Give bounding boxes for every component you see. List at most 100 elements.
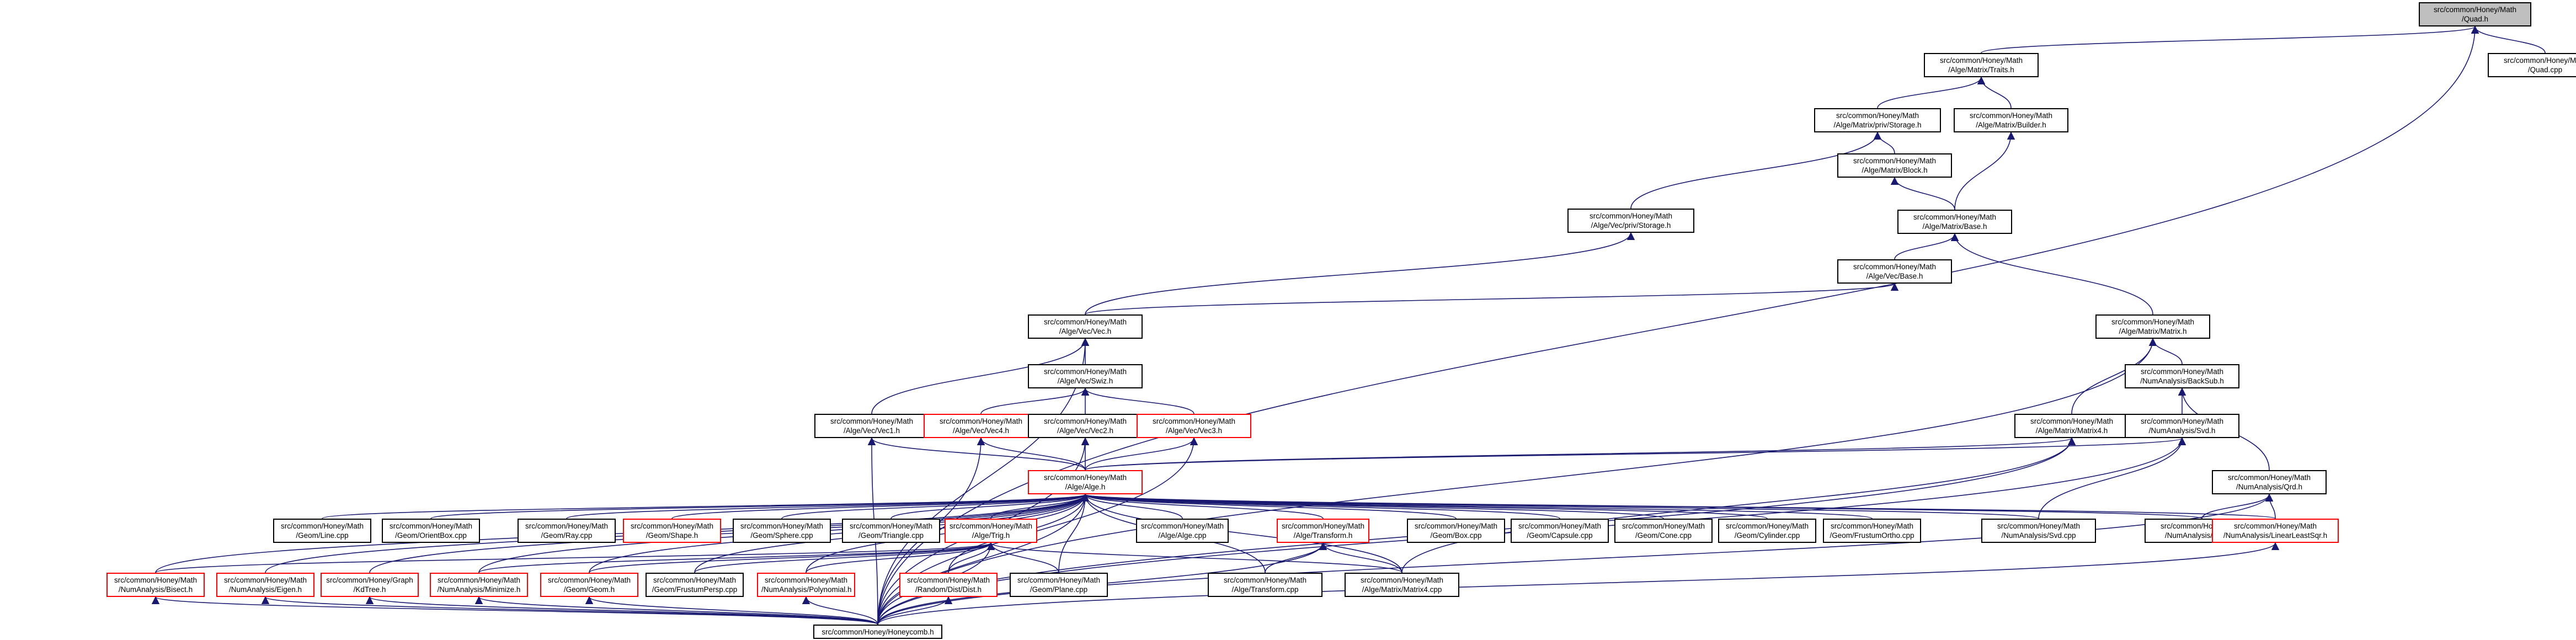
node-backsub-h[interactable]: src/common/Honey/Math/NumAnalysis/BackSu… (2125, 364, 2239, 388)
edge-frustumpersp_cpp-to-trig_h (694, 542, 995, 573)
edge-honeycomb-to-geom_h (585, 596, 878, 625)
edge-polynomial_h-to-trig_h (806, 542, 995, 573)
edge-vec3-to-vec_swiz (1081, 387, 1194, 414)
node-shape-h[interactable]: src/common/Honey/Math/Geom/Shape.h (623, 519, 721, 543)
node-vec-priv-storage-h[interactable]: src/common/Honey/Math/Alge/Vec/priv/Stor… (1567, 209, 1694, 233)
node-alge-h[interactable]: src/common/Honey/Math/Alge/Alge.h (1028, 470, 1143, 494)
node-box-cpp[interactable]: src/common/Honey/Math/Geom/Box.cpp (1407, 519, 1505, 543)
node-matrix-matrix-h[interactable]: src/common/Honey/Math/Alge/Matrix/Matrix… (2095, 314, 2210, 339)
edge-honeycomb-to-kdtree_h (366, 596, 878, 625)
node-vec-swiz-h[interactable]: src/common/Honey/Math/Alge/Vec/Swiz.h (1028, 364, 1143, 388)
node-vec-vec-h[interactable]: src/common/Honey/Math/Alge/Vec/Vec.h (1028, 314, 1143, 339)
edge-backsub-to-matrix_matrix (2148, 338, 2183, 365)
node-matrix4-cpp[interactable]: src/common/Honey/Math/Alge/Matrix/Matrix… (1345, 573, 1459, 597)
node-matrix-block-h[interactable]: src/common/Honey/Math/Alge/Matrix/Block.… (1837, 153, 1952, 178)
node-qrd-h[interactable]: src/common/Honey/Math/NumAnalysis/Qrd.h (2212, 470, 2327, 494)
edge-honeycomb-to-alge_h (877, 493, 1090, 625)
node-minimize-h[interactable]: src/common/Honey/Math/NumAnalysis/Minimi… (430, 573, 528, 597)
node-dist-h[interactable]: src/common/Honey/Math/Random/Dist/Dist.h (899, 573, 998, 597)
edge-matrix_block-to-matrix_priv_storage (1873, 131, 1895, 154)
node-svd-cpp[interactable]: src/common/Honey/Math/NumAnalysis/Svd.cp… (1981, 519, 2096, 543)
edge-transform_h-to-alge_h (1081, 493, 1324, 519)
edge-alge_h-to-svd_h (1085, 437, 2186, 471)
edge-vec_vec-to-vec_base (1085, 282, 1898, 315)
node-frustumortho-cpp[interactable]: src/common/Honey/Math/Geom/FrustumOrtho.… (1823, 519, 1921, 543)
edge-matrix4_cpp-to-trig_h (987, 542, 1402, 573)
node-linearleastsqr-h[interactable]: src/common/Honey/Math/NumAnalysis/Linear… (2212, 519, 2339, 543)
edge-capsule_cpp-to-alge_h (1081, 493, 1560, 519)
node-matrix-priv-storage-h[interactable]: src/common/Honey/Math/Alge/Matrix/priv/S… (1814, 108, 1941, 132)
edge-matrix4_cpp-to-alge_h (1081, 493, 1402, 573)
node-sphere-cpp[interactable]: src/common/Honey/Math/Geom/Sphere.cpp (733, 519, 831, 543)
edge-matrix_priv_storage-to-matrix_traits (1877, 76, 1986, 109)
node-alge-cpp[interactable]: src/common/Honey/Math/Alge/Alge.cpp (1136, 519, 1229, 543)
node-orientbox-cpp[interactable]: src/common/Honey/Math/Geom/OrientBox.cpp (382, 519, 480, 543)
edge-alge_h-to-vec1 (867, 437, 1086, 471)
node-kdtree-h[interactable]: src/common/Honey/Graph/KdTree.h (321, 573, 419, 597)
edge-plane_cpp-to-trig_h (986, 542, 1059, 573)
edge-vec_base-to-matrix_base (1894, 233, 1959, 260)
node-vec1-h[interactable]: src/common/Honey/Math/Alge/Vec/Vec1.h (814, 414, 929, 438)
node-frustumpersp-cpp[interactable]: src/common/Honey/Math/Geom/FrustumPersp.… (646, 573, 744, 597)
node-vec2-h[interactable]: src/common/Honey/Math/Alge/Vec/Vec2.h (1028, 414, 1143, 438)
node-vec4-h[interactable]: src/common/Honey/Math/Alge/Vec/Vec4.h (924, 414, 1038, 438)
edge-linearleastsqr_h-to-alge_h (1082, 493, 2276, 519)
node-matrix4-h[interactable]: src/common/Honey/Math/Alge/Matrix/Matrix… (2014, 414, 2129, 438)
node-transform-cpp[interactable]: src/common/Honey/Math/Alge/Transform.cpp (1208, 573, 1322, 597)
edge-honeycomb-to-dist_h (877, 596, 953, 625)
node-cone-cpp[interactable]: src/common/Honey/Math/Geom/Cone.cpp (1614, 519, 1713, 543)
edge-svd_cpp-to-alge_h (1081, 493, 2039, 519)
edge-honeycomb-to-matrix_matrix (877, 338, 2157, 625)
edge-geom_h-to-trig_h (589, 542, 995, 573)
edge-orientbox_cpp-to-alge_h (430, 493, 1089, 519)
node-ray-cpp[interactable]: src/common/Honey/Math/Geom/Ray.cpp (518, 519, 616, 543)
edge-quad_cpp-to-quad_h (2471, 25, 2546, 54)
edge-honeycomb-to-bisect_h (152, 596, 878, 625)
node-matrix-base-h[interactable]: src/common/Honey/Math/Alge/Matrix/Base.h (1897, 210, 2012, 234)
node-capsule-cpp[interactable]: src/common/Honey/Math/Geom/Capsule.cpp (1511, 519, 1609, 543)
edge-minimize_h-to-trig_h (478, 542, 995, 573)
edge-sphere_cpp-to-alge_h (781, 493, 1089, 519)
edge-honeycomb-to-linearleastsqr_h (877, 542, 2279, 625)
edge-kdtree_h-to-alge_h (369, 493, 1089, 573)
node-line-cpp[interactable]: src/common/Honey/Math/Geom/Line.cpp (273, 519, 371, 543)
edge-ray_cpp-to-alge_h (566, 493, 1089, 519)
node-matrix-builder-h[interactable]: src/common/Honey/Math/Alge/Matrix/Builde… (1954, 108, 2068, 132)
edge-geom_h-to-alge_h (589, 493, 1090, 573)
edge-box_cpp-to-alge_h (1081, 493, 1457, 519)
edge-honeycomb-to-eigen_h (262, 596, 878, 625)
node-eigen-h[interactable]: src/common/Honey/Math/NumAnalysis/Eigen.… (216, 573, 314, 597)
node-transform-h[interactable]: src/common/Honey/Math/Alge/Transform.h (1277, 519, 1369, 543)
edge-honeycomb-to-polynomial_h (802, 596, 878, 625)
edge-matrix_base-to-matrix_builder (1954, 131, 2015, 210)
node-geom-h[interactable]: src/common/Honey/Math/Geom/Geom.h (540, 573, 638, 597)
edge-shape_h-to-alge_h (671, 493, 1089, 519)
node-honeycomb-h[interactable]: src/common/Honey/Honeycomb.h (813, 625, 942, 639)
node-svd-h[interactable]: src/common/Honey/Math/NumAnalysis/Svd.h (2125, 414, 2239, 438)
node-vec-base-h[interactable]: src/common/Honey/Math/Alge/Vec/Base.h (1837, 259, 1952, 284)
edge-plane_cpp-to-alge_h (1058, 493, 1090, 573)
edge-matrix_traits-to-quad_h (1981, 25, 2479, 54)
edge-linearleastsqr_h-to-qrd_h (2265, 493, 2276, 519)
edge-honeycomb-to-qrd_h (877, 493, 2273, 625)
node-quad-cpp[interactable]: src/common/Honey/Math/Quad.cpp (2488, 53, 2576, 77)
edge-bisect_h-to-trig_h (155, 542, 995, 573)
node-matrix-traits-h[interactable]: src/common/Honey/Math/Alge/Matrix/Traits… (1924, 53, 2039, 77)
edge-frustumortho_cpp-to-alge_h (1081, 493, 1873, 519)
node-bisect-h[interactable]: src/common/Honey/Math/NumAnalysis/Bisect… (106, 573, 205, 597)
edge-honeycomb-to-minimize_h (475, 596, 878, 625)
node-trig-h[interactable]: src/common/Honey/Math/Alge/Trig.h (945, 519, 1037, 543)
edge-matrix_matrix-to-matrix_base (1950, 233, 2153, 315)
node-vec3-h[interactable]: src/common/Honey/Math/Alge/Vec/Vec3.h (1137, 414, 1251, 438)
edge-vec_vec-to-vec_priv_storage (1085, 232, 1635, 315)
node-cylinder-cpp[interactable]: src/common/Honey/Math/Geom/Cylinder.cpp (1718, 519, 1816, 543)
node-triangle-cpp[interactable]: src/common/Honey/Math/Geom/Triangle.cpp (842, 519, 940, 543)
edge-bisect_h-to-alge_h (155, 493, 1089, 573)
edge-svd_cpp-to-svd_h (2038, 437, 2186, 519)
edge-matrix4_cpp-to-matrix4 (1401, 437, 2076, 573)
edge-alge_h-to-vec4 (977, 437, 1086, 471)
edge-triangle_cpp-to-alge_h (890, 493, 1089, 519)
node-polynomial-h[interactable]: src/common/Honey/Math/NumAnalysis/Polyno… (757, 573, 855, 597)
node-plane-cpp[interactable]: src/common/Honey/Math/Geom/Plane.cpp (1010, 573, 1108, 597)
node-quad-h: src/common/Honey/Math/Quad.h (2419, 2, 2531, 26)
